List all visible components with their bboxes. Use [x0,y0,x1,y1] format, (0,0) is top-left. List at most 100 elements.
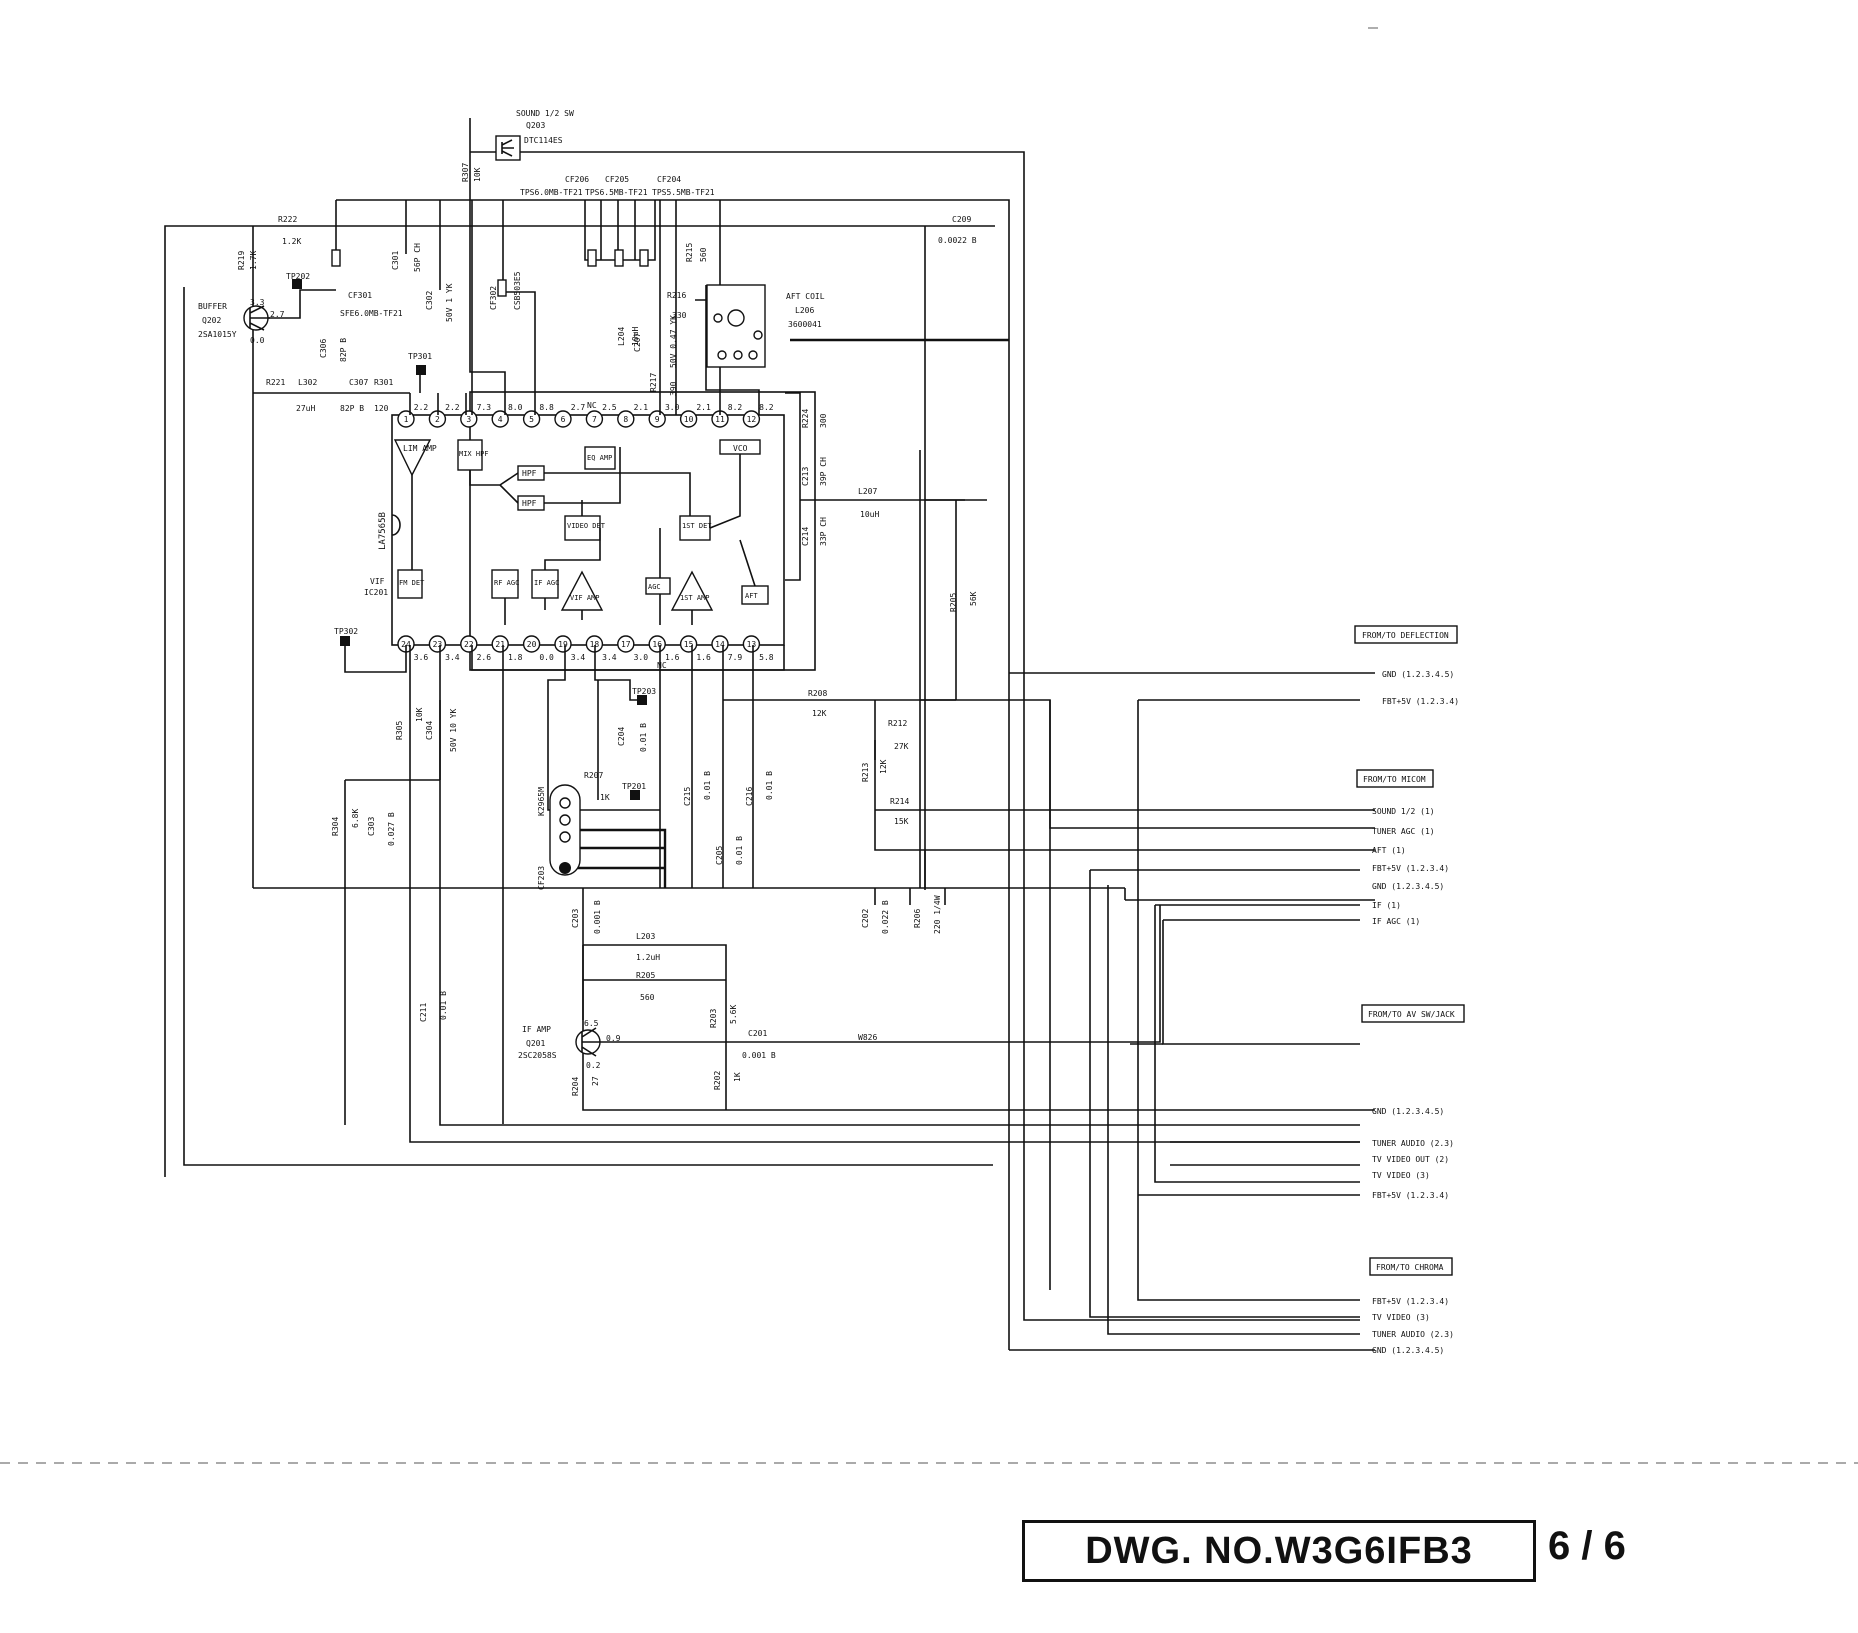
label: C304 [425,721,434,740]
label: AFT COIL [786,292,825,301]
block-label: 1ST AMP [680,594,710,602]
ic-pin-number: 21 [495,640,505,649]
label: C205 [715,846,724,865]
ic-pin-21 [491,635,509,653]
label: IF AMP [522,1025,551,1034]
label: 0.001 B [742,1051,776,1060]
agc-block [645,577,671,595]
label: 33P CH [819,517,828,546]
label: 1K [733,1072,742,1082]
label: C303 [367,817,376,836]
ic-pin-number: 16 [652,640,662,649]
ic-pin-voltage: 0.0 [539,653,554,662]
block-label: HPF [522,469,537,478]
ic-notch [391,514,401,536]
ic-pin-number: 12 [747,415,757,424]
ic-pin-number: 6 [561,415,566,424]
label: R219 [237,251,246,270]
label: 27 [591,1076,600,1086]
ic-pin-number: 22 [464,640,474,649]
label: R214 [890,797,909,806]
label: C307 [349,378,368,387]
label: 5.6K [729,1005,738,1024]
ic-top-pin-group: 12.222.237.348.058.862.772.582.193.0102.… [397,403,774,428]
label: 39P CH [819,457,828,486]
label: 82P B [340,404,364,413]
label: K2965M [537,787,546,816]
tp201-marker [630,790,640,800]
ic-pin-13 [742,635,761,653]
ic-pin-23 [428,635,447,653]
label: 120 [374,404,389,413]
test-points [292,279,647,800]
connector-title: FROM/TO CHROMA [1376,1263,1444,1272]
label: 0.01 B [703,771,712,800]
lim-amp-block [393,439,432,477]
label: CF301 [348,291,372,300]
component-labels: SOUND 1/2 SW Q203 DTC114ES R307 10K CF20… [198,109,978,1096]
ic-pin-10 [679,410,698,428]
ic-pin-number: 24 [401,640,411,649]
label: DTC114ES [524,136,563,145]
ic-pin-voltage: 7.3 [477,403,492,412]
block-label: RF AGC [494,579,519,587]
label: TPS6.0MB-TF21 [520,188,583,197]
label: CF203 [537,866,546,890]
ic-pin-number: 15 [684,640,694,649]
nc-label: NC [587,401,597,410]
label: TP201 [622,782,646,791]
block-label: VCO [733,444,748,453]
label: 2SA1015Y [198,330,237,339]
ic-pin-number: 10 [684,415,694,424]
label: TP301 [408,352,432,361]
tp202-marker [292,279,302,289]
connector-line: TV VIDEO OUT (2) [1372,1155,1449,1164]
ic-pin-voltage: 7.9 [728,653,743,662]
connector-line: FBT+5V (1.2.3.4) [1372,1297,1449,1306]
connector-line: TV VIDEO (3) [1372,1171,1430,1180]
ic-pin-number: 11 [715,415,725,424]
label: R222 [278,215,297,224]
label: R204 [571,1077,580,1096]
label: L203 [636,932,655,941]
connector-line: AFT (1) [1372,846,1406,855]
label: 10uH [631,327,640,346]
label: R305 [395,721,404,740]
connector-line: GND (1.2.3.4.5) [1382,670,1454,679]
ic-pin-number: 7 [592,415,597,424]
ceramic-filter-group-icon [331,249,649,297]
label: 56K [969,591,978,606]
label: SFE6.0MB-TF21 [340,309,403,318]
block-label: AGC [648,583,661,591]
block-label: FM DET [399,579,425,587]
ic-pin-voltage: 1.6 [665,653,680,662]
label: R208 [808,689,827,698]
block-label: 1ST DET [682,522,712,530]
ic-pin-voltage: 8.0 [508,403,523,412]
ic-pin-voltage: 2.1 [634,403,649,412]
label: C207 [633,333,642,352]
tp301-marker [416,365,426,375]
ic-pin-number: 3 [466,415,471,424]
label: 330 [672,311,687,320]
label: Q201 [526,1039,545,1048]
label: 1.2K [282,237,301,246]
ic-pin-number: 1 [404,415,409,424]
label: 12K [812,709,827,718]
connector-line: TUNER AGC (1) [1372,827,1435,836]
label: C202 [861,909,870,928]
label: C216 [745,787,754,806]
label: R301 [374,378,393,387]
drawing-number-block: DWG. NO.W3G6IFB3 [1022,1520,1536,1582]
label: R221 [266,378,285,387]
ic-pin-20 [522,635,541,653]
ic-pin-number: 5 [529,415,534,424]
ic-pin-9 [648,410,666,428]
ic-pin-number: 13 [747,640,757,649]
connector-line: FBT+5V (1.2.3.4) [1372,864,1449,873]
label: R206 [913,909,922,928]
label: C203 [571,909,580,928]
ic-pin-6 [554,410,572,428]
label: 390 [669,381,678,396]
label: TPS5.5MB-TF21 [652,188,715,197]
